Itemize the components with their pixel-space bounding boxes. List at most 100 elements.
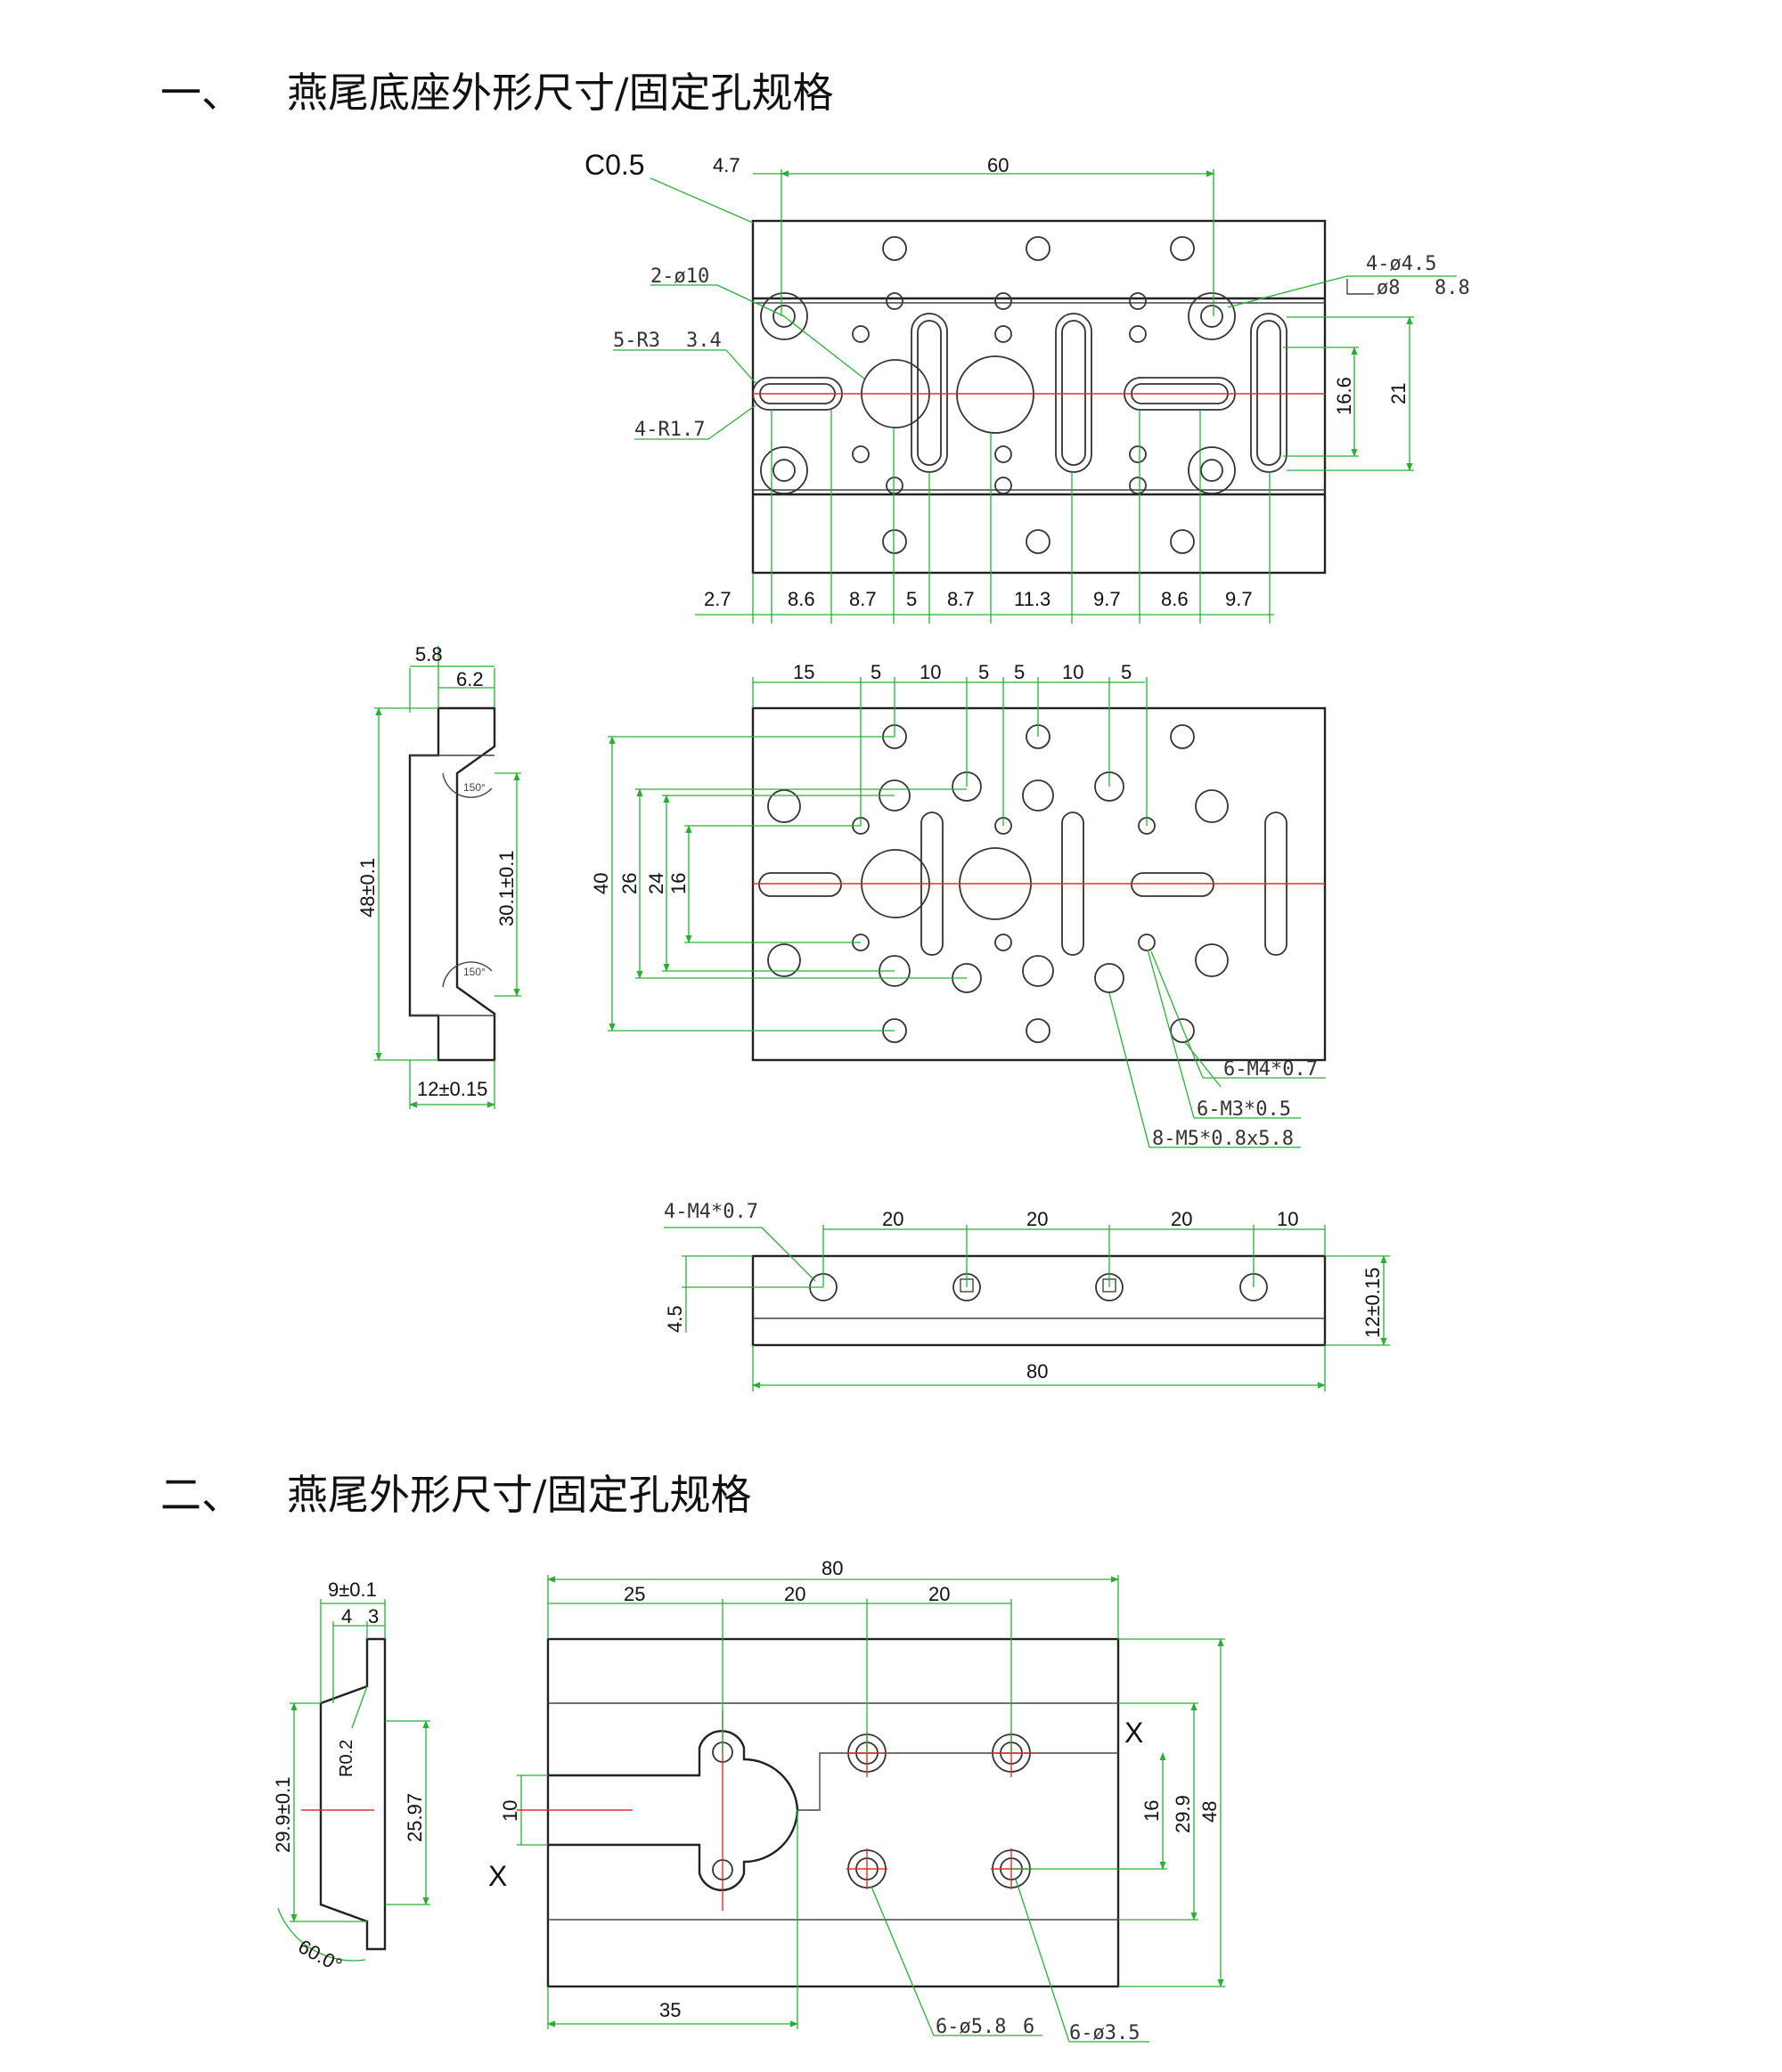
callout-m3: 6-M3*0.5 (1197, 1098, 1291, 1121)
radius-label: R0.2 (337, 1740, 356, 1777)
base-side-profile (408, 706, 496, 1062)
mount-hole (882, 236, 907, 261)
dovetail-side-profile (319, 1637, 387, 1951)
dim-label: 80 (1026, 1360, 1048, 1383)
callout-cb-45-detail: ø8 (1377, 277, 1401, 299)
callout-cb-45-depth: 8.8 (1435, 277, 1470, 299)
callout-r17: 4-R1.7 (634, 419, 705, 441)
dim-label: 8.6 (788, 588, 815, 610)
dim-label: 20 (928, 1583, 950, 1605)
dim-label: 16 (667, 873, 690, 894)
dim-label: 10 (1062, 661, 1083, 683)
angle-label: 150° (463, 781, 486, 794)
dim-label: 26 (618, 873, 641, 894)
base-bottom-view: 15 5 10 5 5 10 5 40 26 24 16 6-M4*0.7 6-… (590, 661, 1327, 1150)
dovetail-top-outline (546, 1637, 1120, 1988)
section2-title: 燕尾外形尺寸/固定孔规格 (287, 1471, 752, 1519)
section1-title: 燕尾底座外形尺寸/固定孔规格 (287, 69, 834, 117)
dim-label: 5.8 (415, 643, 443, 665)
dovetail-top-view: 80 25 20 20 16 29.9 48 10 35 X X (488, 1557, 1225, 2044)
base-top-view: C0.5 4.7 60 16.6 21 2-ø10 5-R3 3.4 4-R1.… (584, 149, 1470, 624)
base-front-view: 20 20 20 10 4-M4*0.7 4.5 12±0.15 80 (664, 1201, 1390, 1391)
mount-hole (1026, 529, 1050, 554)
dim-label: 48±0.1 (356, 858, 379, 918)
dim-label: 29.9 (1172, 1795, 1194, 1833)
callout-r3: 5-R3 (613, 330, 660, 352)
dim-label: 12±0.15 (1361, 1268, 1384, 1338)
section-mark: X (488, 1860, 507, 1892)
counterbore-hole (1188, 292, 1236, 340)
angle-label: 60.0° (295, 1935, 346, 1976)
dim-label: 5 (978, 661, 989, 683)
callout-m4: 6-M4*0.7 (1223, 1058, 1318, 1081)
dim-label: 80 (822, 1557, 843, 1579)
callout-hole-35: 6-ø3.5 (1069, 2022, 1140, 2044)
dim-label: 35 (659, 1999, 681, 2021)
dovetail-side-view: 9±0.1 4 3 R0.2 29.9±0.1 25.97 60.0° (272, 1578, 430, 1977)
dim-label: 24 (645, 873, 667, 894)
dim-label: 8.7 (947, 588, 975, 610)
dim-label: 5 (1014, 661, 1025, 683)
callout-m5: 8-M5*0.8x5.8 (1152, 1128, 1294, 1150)
dim-label: 25 (624, 1583, 645, 1605)
dim-label: 20 (882, 1208, 903, 1230)
counterbore-hole (1188, 446, 1236, 494)
dim-label: 4 (341, 1605, 352, 1627)
base-top-outline (751, 219, 1327, 575)
dim-label: 8.6 (1161, 588, 1189, 610)
dim-label: 12±0.15 (417, 1078, 487, 1100)
dim-label: 4.7 (713, 154, 740, 176)
section-mark: X (1124, 1717, 1143, 1749)
dim-label: 25.97 (404, 1793, 426, 1842)
dim-label: 4.5 (664, 1305, 686, 1333)
callout-holes-10: 2-ø10 (650, 265, 709, 288)
dim-label: 2.7 (704, 588, 732, 610)
dim-label: 29.9±0.1 (272, 1777, 294, 1853)
dim-label: 9±0.1 (328, 1578, 377, 1601)
center-hole (956, 355, 1034, 434)
dim-label: 10 (1277, 1208, 1298, 1230)
dim-label: 20 (1171, 1208, 1192, 1230)
dim-label: 6.2 (456, 668, 484, 690)
dim-label: 20 (784, 1583, 805, 1605)
callout-cb-depth: 6 (1023, 2016, 1034, 2038)
callout-r3-depth: 3.4 (686, 330, 722, 352)
dim-label: 11.3 (1014, 588, 1050, 610)
base-front-outline (751, 1254, 1327, 1347)
section2-number: 二、 (160, 1471, 242, 1519)
dim-label: 20 (1026, 1208, 1048, 1230)
dim-label: 5 (1121, 661, 1132, 683)
mount-hole (882, 529, 907, 554)
base-side-view: 150° 150° 5.8 6.2 48±0.1 30.1±0.1 12±0.1… (356, 643, 521, 1109)
dim-label: 9.7 (1225, 588, 1253, 610)
callout-cb-45: 4-ø4.5 (1366, 253, 1436, 275)
angle-label: 150° (463, 966, 486, 978)
dim-label: 16 (1140, 1800, 1163, 1822)
dim-label: 15 (793, 661, 814, 683)
dim-label: 10 (920, 661, 941, 683)
dim-label: 8.7 (849, 588, 877, 610)
mount-hole (1170, 236, 1195, 261)
dim-label: 9.7 (1093, 588, 1121, 610)
counterbore-hole (760, 446, 808, 494)
counterbore-hole (760, 292, 808, 340)
threaded-hole (1094, 963, 1124, 993)
vertical-slot (1250, 313, 1287, 473)
dim-label: 3 (368, 1605, 379, 1627)
vertical-slot (1055, 313, 1092, 473)
dim-label: 40 (590, 873, 612, 894)
chamfer-label: C0.5 (584, 149, 645, 181)
dim-label: 10 (499, 1800, 521, 1822)
callout-cb-58: 6-ø5.8 (936, 2016, 1006, 2038)
dim-label: 48 (1198, 1801, 1221, 1823)
callout-front-m4: 4-M4*0.7 (664, 1201, 758, 1223)
dim-label: 5 (906, 588, 917, 610)
section1-number: 一、 (160, 69, 242, 117)
mount-hole (1170, 529, 1195, 554)
dim-label: 21 (1387, 383, 1410, 404)
dim-label: 60 (987, 154, 1009, 176)
mount-hole (1026, 236, 1050, 261)
dim-label: 5 (871, 661, 881, 683)
dim-label: 16.6 (1333, 377, 1355, 415)
